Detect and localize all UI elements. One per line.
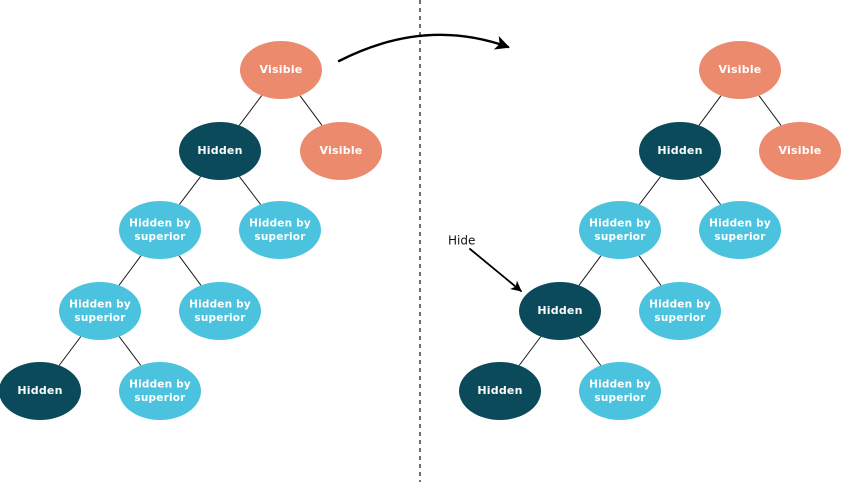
- node-ellipse: [579, 201, 661, 259]
- node-label: superior: [134, 392, 186, 404]
- tree-node-visible[interactable]: Visible: [300, 122, 382, 180]
- tree-edge: [58, 336, 82, 366]
- node-ellipse: [0, 362, 81, 420]
- node-label: Visible: [719, 63, 762, 76]
- tree-edge: [518, 336, 542, 366]
- node-label: Hidden by: [589, 379, 651, 391]
- hide-arrow: [469, 248, 522, 292]
- after-tree-edges: [518, 95, 782, 366]
- node-ellipse: [699, 41, 781, 99]
- node-label: superior: [654, 312, 706, 324]
- node-label: superior: [254, 231, 306, 243]
- node-label: Visible: [320, 144, 363, 157]
- node-ellipse: [759, 122, 841, 180]
- tree-edge: [299, 95, 323, 126]
- node-ellipse: [179, 122, 261, 180]
- tree-edge: [639, 176, 661, 205]
- node-ellipse: [179, 282, 261, 340]
- tree-node-visible[interactable]: Visible: [240, 41, 322, 99]
- tree-edge: [699, 176, 721, 205]
- tree-edge: [578, 255, 602, 286]
- node-ellipse: [639, 282, 721, 340]
- tree-edge: [578, 336, 602, 366]
- tree-edge: [239, 176, 261, 205]
- before-tree-edges: [58, 95, 323, 366]
- node-label: Visible: [260, 63, 303, 76]
- node-label: superior: [74, 312, 126, 324]
- node-label: Hidden by: [69, 299, 131, 311]
- hide-label: Hide: [448, 234, 475, 248]
- node-ellipse: [300, 122, 382, 180]
- tree-edge: [118, 336, 142, 366]
- tree-edge: [238, 95, 263, 126]
- node-label: superior: [134, 231, 186, 243]
- node-label: Hidden by: [189, 299, 251, 311]
- tree-node-hidden[interactable]: Hidden: [519, 282, 601, 340]
- diagram-annotations: Hide: [448, 234, 475, 248]
- node-label: Hidden by: [709, 218, 771, 230]
- tree-edge: [118, 255, 142, 286]
- tree-node-visible[interactable]: Visible: [699, 41, 781, 99]
- node-label: superior: [714, 231, 766, 243]
- tree-edge: [178, 255, 202, 286]
- node-label: Hidden by: [249, 218, 311, 230]
- node-label: Hidden by: [589, 218, 651, 230]
- node-label: Hidden: [477, 384, 522, 397]
- tree-edge: [179, 176, 201, 205]
- node-label: Hidden: [657, 144, 702, 157]
- tree-node-hidden[interactable]: Hidden: [179, 122, 261, 180]
- node-ellipse: [639, 122, 721, 180]
- node-label: superior: [194, 312, 246, 324]
- node-ellipse: [699, 201, 781, 259]
- node-label: Hidden: [537, 304, 582, 317]
- node-ellipse: [519, 282, 601, 340]
- node-ellipse: [579, 362, 661, 420]
- node-label: Visible: [779, 144, 822, 157]
- node-label: Hidden by: [129, 379, 191, 391]
- tree-node-visible[interactable]: Visible: [759, 122, 841, 180]
- tree-edge: [758, 95, 782, 126]
- node-ellipse: [59, 282, 141, 340]
- tree-node-hidden[interactable]: Hidden: [639, 122, 721, 180]
- node-ellipse: [119, 362, 201, 420]
- node-ellipse: [459, 362, 541, 420]
- node-label: superior: [594, 392, 646, 404]
- tree-node-hidden[interactable]: Hidden: [0, 362, 81, 420]
- tree-edge: [638, 255, 662, 286]
- node-label: Hidden: [197, 144, 242, 157]
- node-label: superior: [594, 231, 646, 243]
- node-label: Hidden by: [129, 218, 191, 230]
- node-ellipse: [240, 41, 322, 99]
- tree-node-hidden[interactable]: Hidden: [459, 362, 541, 420]
- tree-edge: [698, 95, 722, 126]
- transition-arrow: [337, 33, 510, 63]
- node-label: Hidden: [17, 384, 62, 397]
- node-ellipse: [119, 201, 201, 259]
- node-label: Hidden by: [649, 299, 711, 311]
- node-ellipse: [239, 201, 321, 259]
